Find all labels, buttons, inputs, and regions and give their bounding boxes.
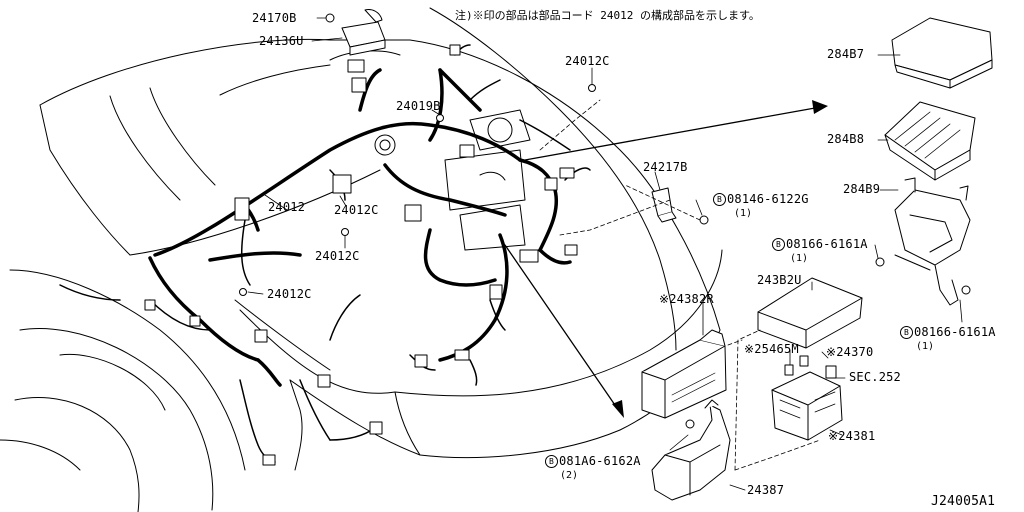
module-24382R — [641, 329, 727, 419]
part-label-284B9: 284B9 — [843, 182, 881, 196]
diagram-id: J24005A1 — [931, 494, 996, 509]
bolt-qty-08146: (1) — [734, 208, 753, 219]
bracket-24387 — [651, 399, 731, 501]
pointer-arrows — [504, 107, 816, 409]
part-label-24012C-low: 24012C — [315, 249, 360, 263]
part-label-SEC252: SEC.252 — [849, 370, 901, 384]
part-label-284B8: 284B8 — [827, 132, 865, 146]
arrow-heads — [612, 100, 828, 418]
part-label-24136U: 24136U — [259, 34, 304, 48]
bolt-qty-08166-a: (1) — [790, 253, 809, 264]
bracket-284B9 — [894, 177, 971, 306]
part-label-25465M: ※25465M — [744, 342, 799, 356]
connectors — [144, 44, 578, 466]
fuse-block-24136U — [341, 9, 386, 56]
part-label-24217B: 24217B — [643, 160, 688, 174]
leader-lines — [247, 17, 963, 491]
part-label-24382R: ※24382R — [659, 292, 714, 306]
part-label-284B7: 284B7 — [827, 47, 865, 61]
bolt-icon: B — [900, 326, 913, 339]
part-label-24387: 24387 — [747, 483, 785, 497]
relay-box-cover-284B7 — [891, 17, 993, 89]
part-label-24012: 24012 — [268, 200, 306, 214]
bolt-part-number: 08166-6161A — [914, 325, 996, 339]
bolt-icon: B — [772, 238, 785, 251]
part-label-24370: ※24370 — [826, 345, 874, 359]
bolt-icon: B — [713, 193, 726, 206]
part-label-24381: ※24381 — [828, 429, 876, 443]
cover-243B2U — [757, 277, 863, 349]
part-label-24019B: 24019B — [396, 99, 441, 113]
junction-block-24381 — [771, 355, 843, 441]
bolt-qty-081A6: (2) — [560, 470, 579, 481]
bolt-icon: B — [545, 455, 558, 468]
wiring-harness — [148, 68, 572, 387]
part-label-243B2U: 243B2U — [757, 273, 802, 287]
part-label-24012C-mid: 24012C — [334, 203, 379, 217]
relay-box-284B8 — [884, 101, 976, 181]
part-label-24012C-top: 24012C — [565, 54, 610, 68]
bolt-qty-08166-b: (1) — [916, 341, 935, 352]
firewall-detail — [219, 50, 531, 251]
footnote: 注)※印の部品は部品コード 24012 の構成部品を示します。 — [455, 9, 760, 22]
part-label-24012C-left: 24012C — [267, 287, 312, 301]
bolt-part-number: 081A6-6162A — [559, 454, 641, 468]
bolt-part-number: 08146-6122G — [727, 192, 809, 206]
part-label-24170B: 24170B — [252, 11, 297, 25]
clips — [239, 13, 971, 429]
bolt-part-number: 08166-6161A — [786, 237, 868, 251]
